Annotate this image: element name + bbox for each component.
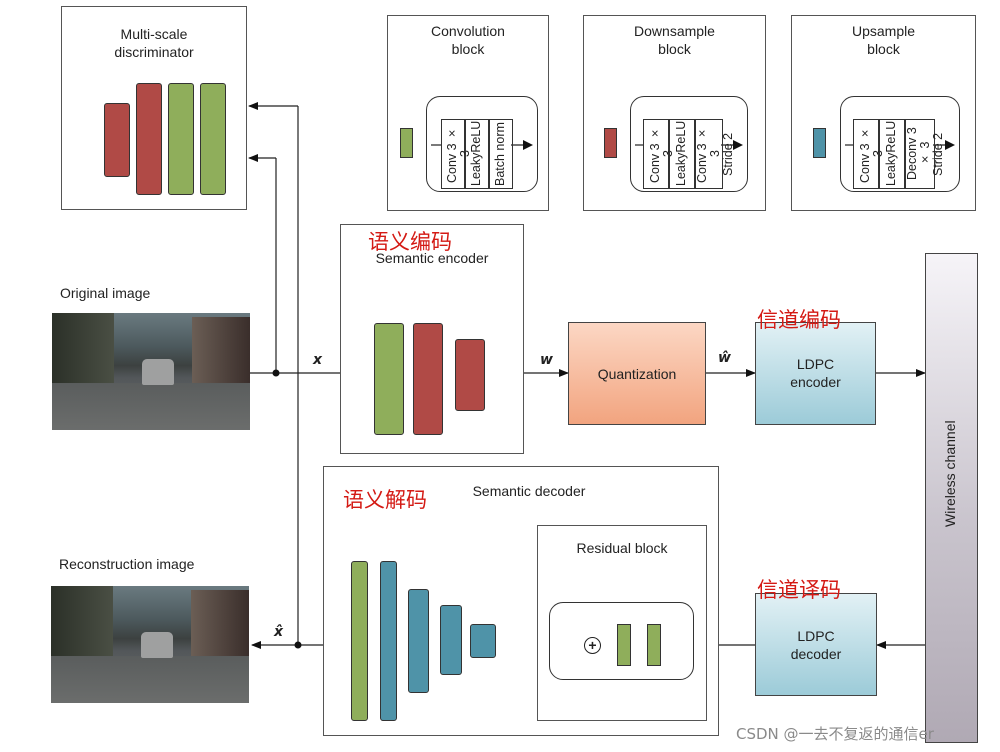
decoder-layer-1	[351, 561, 368, 721]
upsample-block-panel: Upsample block Conv 3 × 3 LeakyReLU Deco…	[791, 15, 976, 211]
semantic-decoder-title: Semantic decoder	[472, 483, 586, 499]
leakyrelu-layer-box: LeakyReLU	[669, 119, 695, 189]
semantic-decoder-cn-label: 语义解码	[343, 488, 427, 512]
residual-block-panel: Residual block +	[537, 525, 707, 721]
residual-add-node: +	[584, 637, 601, 654]
ldpc-decoder-block: LDPC decoder	[755, 593, 877, 696]
quantization-label: Quantization	[597, 366, 677, 382]
original-image-label: Original image	[60, 285, 151, 301]
decoder-layer-3	[408, 589, 429, 693]
leakyrelu-layer-label: LeakyReLU	[674, 120, 688, 186]
watermark: CSDN @一去不复返的通信er	[736, 725, 934, 743]
wireless-channel-label: Wireless channel	[942, 420, 958, 528]
discriminator-layer-2	[136, 83, 162, 195]
decoder-layer-4	[440, 605, 462, 675]
semantic-decoder-panel: Semantic decoder Residual block +	[323, 466, 719, 736]
downsample-block-panel: Downsample block Conv 3 × 3 LeakyReLU Co…	[583, 15, 766, 211]
residual-layer-2	[647, 624, 661, 666]
wireless-channel: Wireless channel	[925, 253, 978, 743]
encoder-layer-2	[413, 323, 443, 435]
encoder-layer-1	[374, 323, 404, 435]
ldpc-decoder-cn-label: 信道译码	[757, 578, 841, 602]
variable-w-hat: ŵ	[718, 350, 731, 366]
road	[51, 656, 249, 703]
car-icon	[142, 359, 174, 385]
deconv-layer-label: Deconv 3 × 3 Stride 2	[905, 127, 945, 181]
downsample-block-title: Downsample block	[634, 23, 715, 57]
leakyrelu-layer-label: LeakyReLU	[884, 120, 898, 186]
ldpc-encoder-block: LDPC encoder	[755, 322, 876, 425]
downsample-block-icon	[604, 128, 617, 158]
variable-x: x	[313, 352, 323, 368]
variable-x-hat: x̂	[274, 624, 284, 640]
batchnorm-layer-box: Batch norm	[489, 119, 513, 189]
stride-conv-layer-box: Conv 3 × 3 Stride 2	[695, 119, 735, 189]
upsample-flow-arrow	[845, 140, 955, 150]
quantization-block: Quantization	[568, 322, 706, 425]
leakyrelu-layer-label: LeakyReLU	[469, 120, 483, 186]
original-image	[52, 313, 250, 430]
road	[52, 383, 250, 430]
upsample-block-zoom: Conv 3 × 3 LeakyReLU Deconv 3 × 3 Stride…	[840, 96, 960, 192]
upsample-block-icon	[813, 128, 826, 158]
semantic-encoder-title: Semantic encoder	[375, 250, 489, 266]
residual-layer-1	[617, 624, 631, 666]
ldpc-encoder-label: LDPC encoder	[790, 356, 841, 390]
deconv-layer-box: Deconv 3 × 3 Stride 2	[905, 119, 945, 189]
discriminator-layer-4	[200, 83, 226, 195]
building-left	[51, 586, 113, 656]
discriminator-layer-3	[168, 83, 194, 195]
residual-block-title: Residual block	[576, 540, 668, 556]
decoder-layer-5	[470, 624, 496, 658]
convolution-block-title: Convolution block	[431, 23, 505, 57]
semantic-encoder-cn-label: 语义编码	[368, 230, 452, 254]
building-left	[52, 313, 114, 383]
downsample-flow-arrow	[635, 140, 743, 150]
conv-layer-box: Conv 3 × 3	[441, 119, 472, 189]
semantic-encoder-panel: Semantic encoder	[340, 224, 524, 454]
plus-icon: +	[588, 637, 597, 653]
decoder-layer-2	[380, 561, 397, 721]
downsample-block-zoom: Conv 3 × 3 LeakyReLU Conv 3 × 3 Stride 2	[630, 96, 748, 192]
encoder-layer-3	[455, 339, 485, 411]
ldpc-encoder-cn-label: 信道编码	[757, 308, 841, 332]
variable-w: w	[540, 352, 553, 368]
conv-layer-box: Conv 3 × 3	[643, 119, 675, 189]
convolution-flow-arrow	[431, 140, 533, 150]
reconstruction-image	[51, 586, 249, 703]
discriminator-layer-1	[104, 103, 130, 177]
discriminator-panel: Multi-scale discriminator	[61, 6, 247, 210]
conv-layer-box: Conv 3 × 3	[853, 119, 885, 189]
car-icon	[141, 632, 173, 658]
convolution-block-icon	[400, 128, 413, 158]
residual-block-inner	[549, 602, 694, 680]
batchnorm-layer-label: Batch norm	[493, 122, 507, 186]
convolution-block-panel: Convolution block Conv 3 × 3 LeakyReLU B…	[387, 15, 549, 211]
ldpc-decoder-label: LDPC decoder	[790, 628, 842, 662]
stride-conv-layer-label: Conv 3 × 3 Stride 2	[695, 125, 735, 183]
upsample-block-title: Upsample block	[851, 23, 916, 57]
reconstruction-image-label: Reconstruction image	[59, 556, 195, 572]
leakyrelu-layer-box: LeakyReLU	[879, 119, 905, 189]
discriminator-title: Multi-scale discriminator	[114, 26, 194, 60]
convolution-block-zoom: Conv 3 × 3 LeakyReLU Batch norm	[426, 96, 538, 192]
leakyrelu-layer-box: LeakyReLU	[465, 119, 489, 189]
